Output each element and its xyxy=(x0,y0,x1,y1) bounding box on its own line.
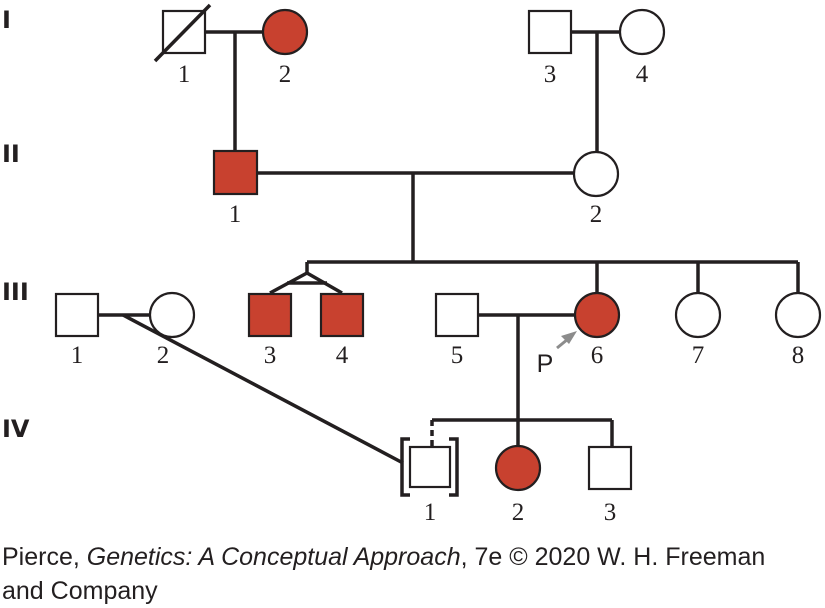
proband-arrowhead-icon xyxy=(561,331,577,344)
label-I-4: 4 xyxy=(636,61,649,88)
individual-III-3-affected-male-square xyxy=(247,292,293,338)
label-III-5: 5 xyxy=(451,342,464,369)
generation-label-I: I xyxy=(2,6,11,34)
generation-label-III: III xyxy=(2,278,29,306)
individual-I-3-male-square xyxy=(527,9,573,55)
adoption-bracket-right xyxy=(449,437,459,497)
figure-caption: Pierce, Genetics: A Conceptual Approach,… xyxy=(2,540,802,608)
label-IV-1: 1 xyxy=(424,499,437,526)
generation-label-II: II xyxy=(2,140,20,168)
individual-I-2-affected-female-circle xyxy=(261,8,309,56)
label-I-3: 3 xyxy=(544,61,557,88)
caption-line-2: and Company xyxy=(2,577,158,605)
individual-IV-1-male-square xyxy=(408,445,452,489)
caption-suffix: , 7e © 2020 W. H. Freeman xyxy=(460,543,766,571)
label-I-1: 1 xyxy=(178,61,191,88)
individual-III-5-male-square xyxy=(434,292,480,338)
label-III-3: 3 xyxy=(264,342,277,369)
individual-III-1-male-square xyxy=(54,292,100,338)
individual-III-7-female-circle xyxy=(674,291,722,339)
label-III-7: 7 xyxy=(692,342,705,369)
adoption-bracket-left xyxy=(400,437,410,497)
generation-label-IV: IV xyxy=(2,415,30,443)
individual-III-4-affected-male-square xyxy=(319,292,365,338)
label-IV-3: 3 xyxy=(604,499,617,526)
caption-prefix: Pierce, xyxy=(2,543,87,571)
adoption-line-IV1 xyxy=(122,313,404,465)
label-III-2: 2 xyxy=(157,342,170,369)
label-II-1: 1 xyxy=(229,201,242,228)
caption-book-title: Genetics: A Conceptual Approach xyxy=(86,543,461,571)
individual-III-6-affected-female-circle xyxy=(573,291,621,339)
proband-marker: P xyxy=(537,350,554,378)
label-III-4: 4 xyxy=(336,342,349,369)
label-II-2: 2 xyxy=(590,201,603,228)
label-IV-2: 2 xyxy=(512,499,525,526)
individual-II-2-female-circle xyxy=(572,150,620,198)
individual-IV-3-male-square xyxy=(587,445,633,491)
deceased-slash xyxy=(153,3,212,63)
individual-II-1-affected-male-square xyxy=(212,149,259,196)
individual-IV-2-affected-female-circle xyxy=(494,444,542,492)
individual-III-2-female-circle xyxy=(148,291,196,339)
individual-III-8-female-circle xyxy=(774,291,822,339)
label-III-8: 8 xyxy=(792,342,805,369)
label-I-2: 2 xyxy=(279,61,292,88)
pedigree-lines xyxy=(98,30,800,465)
caption-line-1: Pierce, Genetics: A Conceptual Approach,… xyxy=(2,540,802,574)
label-III-1: 1 xyxy=(71,342,84,369)
individual-I-4-female-circle xyxy=(618,8,666,56)
pedigree-chart: I II III IV 1 2 3 4 1 2 xyxy=(2,3,822,526)
label-III-6: 6 xyxy=(591,342,604,369)
